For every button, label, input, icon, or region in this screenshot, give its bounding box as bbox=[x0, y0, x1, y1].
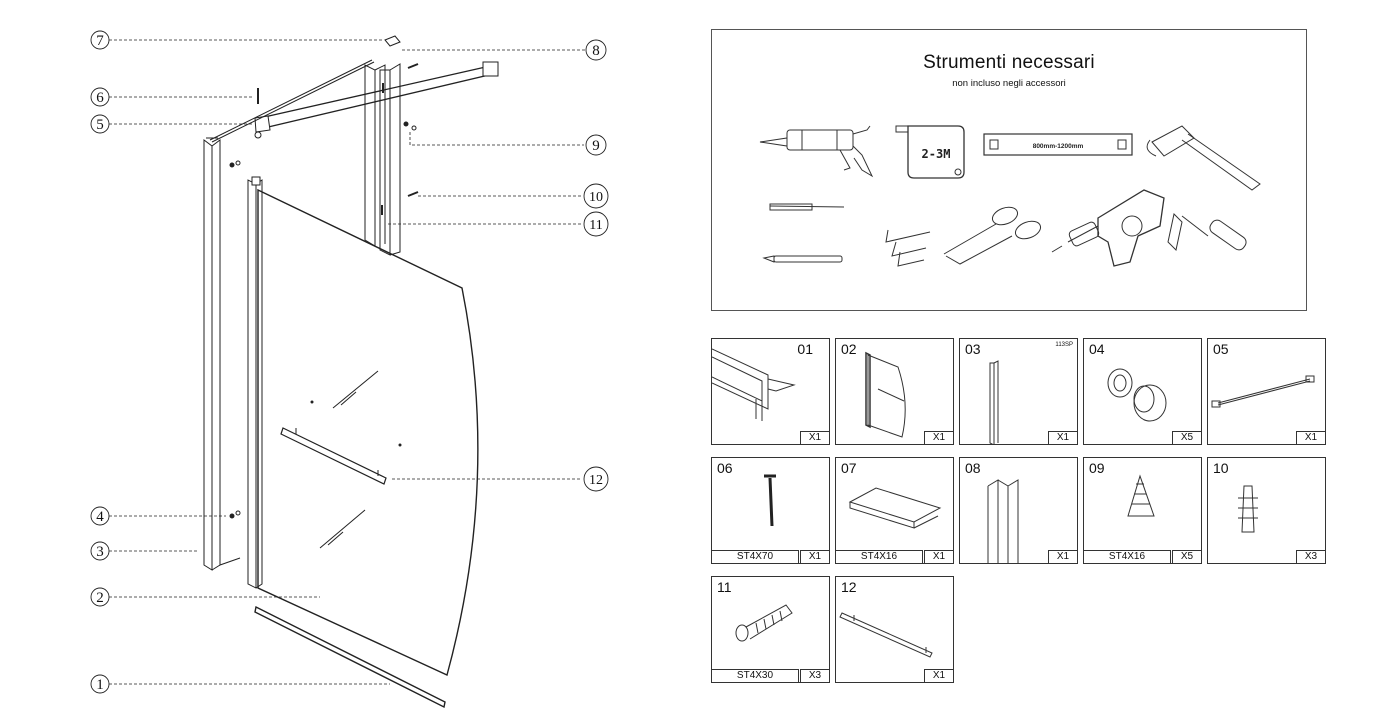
callout-7: 7 bbox=[96, 33, 104, 49]
part-quantity: X1 bbox=[800, 431, 829, 444]
support-bar-icon bbox=[1211, 375, 1315, 408]
part-card-12: 12 X1 bbox=[835, 576, 954, 683]
part-card-04: 04 X5 bbox=[1083, 338, 1202, 445]
part-card-07: 07 ST4X16 X1 bbox=[835, 457, 954, 564]
callout-4: 4 bbox=[96, 509, 104, 525]
towel-handle-icon bbox=[839, 612, 933, 658]
caulking-gun-icon bbox=[759, 125, 874, 178]
part-quantity: X5 bbox=[1172, 431, 1201, 444]
part-quantity: X1 bbox=[924, 550, 953, 563]
part-card-10: 10 X3 bbox=[1207, 457, 1326, 564]
part-number: 04 bbox=[1089, 341, 1105, 357]
spirit-level-icon bbox=[983, 133, 1133, 156]
wall-plug-caps-icon bbox=[1107, 368, 1167, 422]
callout-8: 8 bbox=[592, 43, 600, 59]
wall-profile-left bbox=[203, 139, 213, 571]
glass-panel bbox=[257, 188, 479, 676]
pencil-icon bbox=[762, 255, 843, 263]
part-number: 08 bbox=[965, 460, 981, 476]
part-card-08: 08 X1 bbox=[959, 457, 1078, 564]
bottom-seal bbox=[254, 605, 446, 709]
part-spec: ST4X30 bbox=[712, 669, 799, 682]
part-quantity: X5 bbox=[1172, 550, 1201, 563]
level-label: 800mm-1200mm bbox=[1033, 143, 1084, 150]
tape-measure-icon bbox=[895, 125, 965, 179]
callout-1: 1 bbox=[96, 677, 104, 693]
screwdriver-icon bbox=[1167, 212, 1247, 252]
tools-title: Strumenti necessari bbox=[923, 52, 1095, 73]
part-spec: ST4X16 bbox=[1084, 550, 1171, 563]
wall-channel-icon bbox=[987, 479, 1019, 563]
part-card-11: 11 ST4X30 X3 bbox=[711, 576, 830, 683]
scissors-icon bbox=[943, 206, 1042, 265]
tools-illustrations: 2-3M 800mm-1200mm bbox=[759, 125, 1261, 267]
part-quantity: X1 bbox=[924, 669, 953, 682]
part-quantity: X3 bbox=[1296, 550, 1325, 563]
part-number: 11 bbox=[717, 579, 732, 595]
part-spec: ST4X16 bbox=[836, 550, 923, 563]
part-quantity: X1 bbox=[924, 431, 953, 444]
part-quantity: X1 bbox=[1048, 431, 1077, 444]
part-number: 07 bbox=[841, 460, 857, 476]
tape-label: 2-3M bbox=[922, 147, 951, 161]
part-code: 113SP bbox=[1055, 342, 1073, 348]
door-profile bbox=[247, 179, 257, 589]
glass-door-icon bbox=[865, 351, 906, 438]
towel-handle bbox=[280, 427, 387, 485]
part-number: 01 bbox=[797, 341, 813, 357]
wall-seal-profile-icon bbox=[712, 348, 796, 421]
threaded-screw-icon bbox=[735, 604, 793, 642]
power-drill-icon bbox=[1051, 189, 1165, 267]
long-screw-icon bbox=[764, 474, 776, 527]
part-card-02: 02 X1 bbox=[835, 338, 954, 445]
required-tools-panel: Strumenti necessari non incluso negli ac… bbox=[711, 29, 1307, 311]
part-number: 02 bbox=[841, 341, 857, 357]
callout-3: 3 bbox=[96, 544, 104, 560]
support-bar bbox=[259, 65, 494, 129]
callout-6: 6 bbox=[96, 90, 104, 106]
part-number: 10 bbox=[1213, 460, 1229, 476]
callout-11: 11 bbox=[589, 218, 602, 233]
callout-9: 9 bbox=[592, 138, 600, 154]
tools-subtitle: non incluso negli accessori bbox=[952, 78, 1066, 89]
drill-bit-icon bbox=[769, 203, 845, 211]
part-quantity: X1 bbox=[1296, 431, 1325, 444]
callout-10: 10 bbox=[589, 190, 603, 205]
part-number: 06 bbox=[717, 460, 733, 476]
part-quantity: X1 bbox=[800, 550, 829, 563]
exploded-assembly-diagram: 7 8 6 5 9 10 11 12 4 3 2 1 bbox=[90, 30, 609, 709]
hex-keys-icon bbox=[885, 229, 931, 267]
part-number: 12 bbox=[841, 579, 857, 595]
wall-anchor-icon bbox=[1238, 485, 1258, 533]
part-card-06: 06 ST4X70 X1 bbox=[711, 457, 830, 564]
part-number: 09 bbox=[1089, 460, 1105, 476]
part-card-05: 05 X1 bbox=[1207, 338, 1326, 445]
cone-screw-icon bbox=[1127, 474, 1155, 517]
part-spec: ST4X70 bbox=[712, 550, 799, 563]
part-number: 05 bbox=[1213, 341, 1229, 357]
part-card-01: 01 X1 bbox=[711, 338, 830, 445]
door-profile-icon bbox=[989, 360, 999, 444]
callout-2: 2 bbox=[96, 590, 104, 606]
part-quantity: X1 bbox=[1048, 550, 1077, 563]
part-card-03: 03 113SP X1 bbox=[959, 338, 1078, 445]
wall-profile-back bbox=[364, 64, 376, 247]
callout-12: 12 bbox=[589, 473, 603, 488]
part-number: 03 bbox=[965, 341, 981, 357]
part-card-09: 09 ST4X16 X5 bbox=[1083, 457, 1202, 564]
hammer-icon bbox=[1146, 125, 1261, 191]
part-quantity: X3 bbox=[800, 669, 829, 682]
top-cap-icon bbox=[848, 487, 942, 529]
callout-5: 5 bbox=[96, 117, 104, 133]
